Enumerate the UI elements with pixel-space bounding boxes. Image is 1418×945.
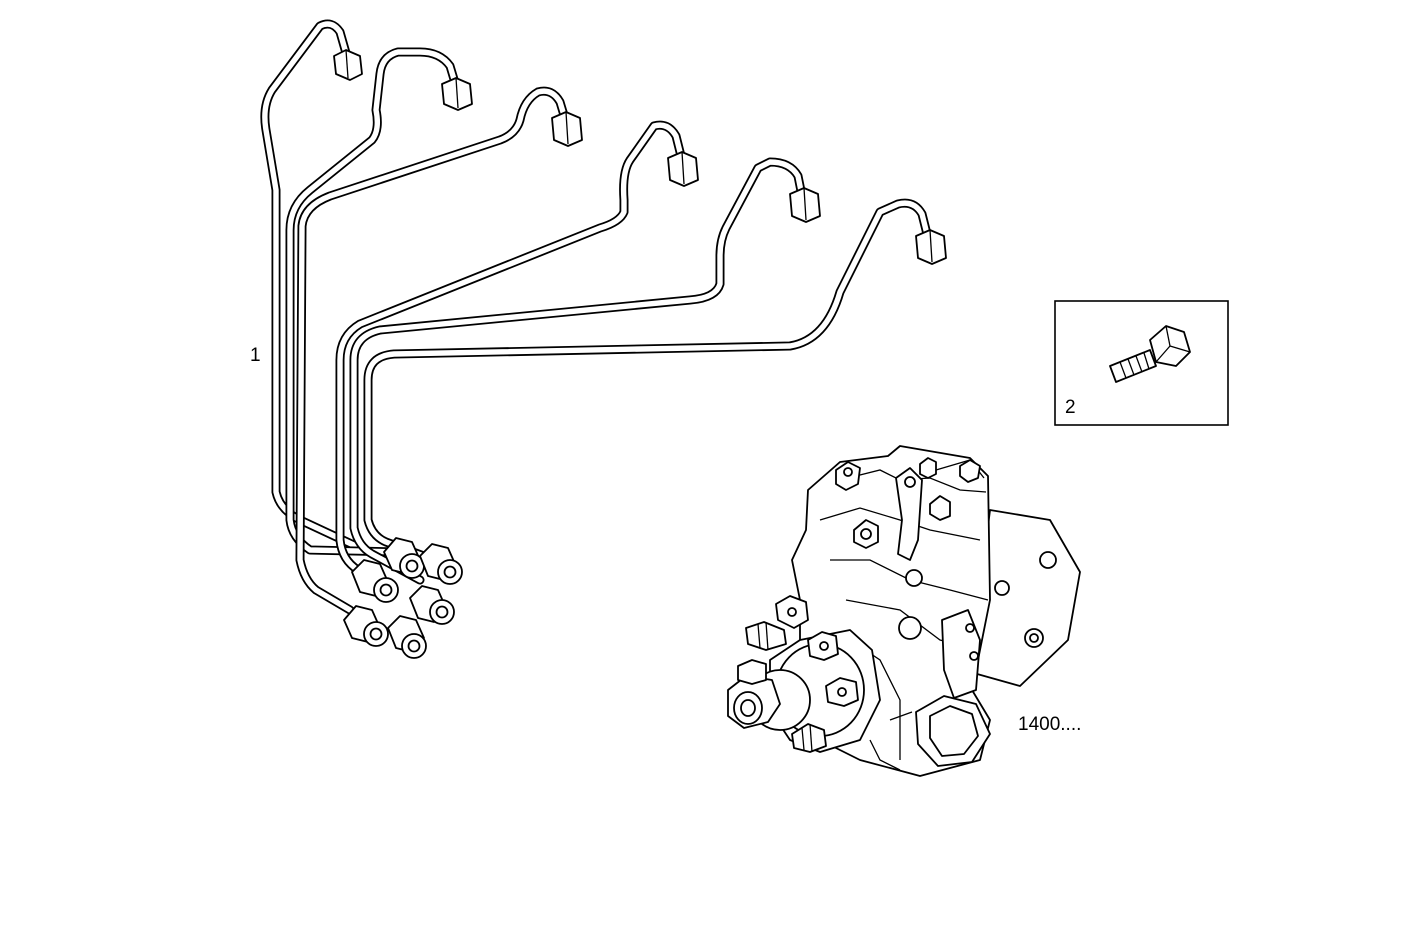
union-nut-icon xyxy=(915,229,947,265)
top-fitting-icon xyxy=(919,457,937,479)
pipes-reference-label: 1 xyxy=(250,345,261,366)
union-nut-icon xyxy=(343,605,389,647)
lower-union-nuts xyxy=(343,537,463,659)
threaded-fitting-icon xyxy=(807,631,839,661)
union-nut-icon xyxy=(789,187,821,223)
bolt-icon xyxy=(929,495,951,521)
bolt-icon xyxy=(853,519,879,549)
control-lever xyxy=(895,467,923,561)
union-nut-icon xyxy=(383,537,425,579)
hex-plug-icon xyxy=(915,695,991,767)
threaded-fitting-icon xyxy=(775,595,809,629)
injection-pipes xyxy=(260,19,933,615)
union-nut-icon xyxy=(387,615,427,659)
injection-pipe-2 xyxy=(285,47,461,557)
injection-pipe-1 xyxy=(260,19,365,553)
injection-pipe-4 xyxy=(335,120,687,581)
top-fitting-icon xyxy=(835,461,861,491)
injection-pipe-6 xyxy=(363,198,933,567)
injection-pipe-5 xyxy=(349,157,807,585)
threaded-fitting-icon xyxy=(737,659,767,685)
union-nut-icon xyxy=(333,49,363,81)
injection-pipe-3 xyxy=(295,86,571,615)
union-nut-icon xyxy=(351,559,399,603)
union-nut-icon xyxy=(441,77,473,111)
threaded-fitting-icon xyxy=(745,621,787,651)
union-nut-icon xyxy=(409,585,455,625)
injection-pump xyxy=(727,445,1081,777)
screw-reference-label: 2 xyxy=(1065,397,1076,418)
screw-inset xyxy=(1054,300,1229,426)
threaded-fitting-icon xyxy=(791,723,827,753)
top-fitting-icon xyxy=(959,459,981,483)
union-nut-icon xyxy=(667,151,699,187)
hex-screw-icon xyxy=(1109,325,1191,383)
threaded-fitting-icon xyxy=(825,677,859,707)
union-nut-icon xyxy=(551,111,583,147)
upper-union-nuts xyxy=(333,49,947,265)
union-nut-icon xyxy=(419,543,463,585)
pump-reference-label: 1400.... xyxy=(1018,714,1082,735)
